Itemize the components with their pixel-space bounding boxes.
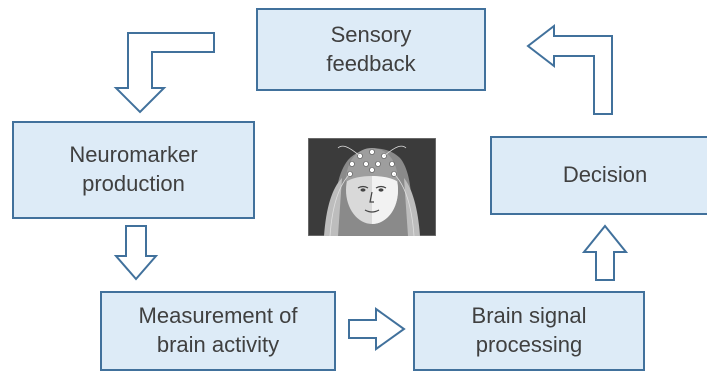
arrow-up [581,224,629,281]
arrow-right [348,307,406,351]
brain-signal-processing-box: Brain signal processing [413,291,645,371]
measurement-label: Measurement of brain activity [138,303,298,357]
brain-signal-processing-label: Brain signal processing [471,303,587,357]
sensory-feedback-box: Sensory feedback [256,8,486,91]
eeg-headcap-portrait-icon [308,138,436,236]
decision-label: Decision [562,162,648,188]
bent-arrow-up-left [526,23,613,115]
measurement-box: Measurement of brain activity [100,291,336,371]
bent-arrow-down-left [113,32,215,114]
neuromarker-production-label: Neuromarker production [69,142,198,196]
neuromarker-production-box: Neuromarker production [12,121,255,219]
arrow-down [113,225,159,281]
decision-box: Decision [490,136,707,215]
sensory-feedback-label: Sensory feedback [326,21,416,76]
